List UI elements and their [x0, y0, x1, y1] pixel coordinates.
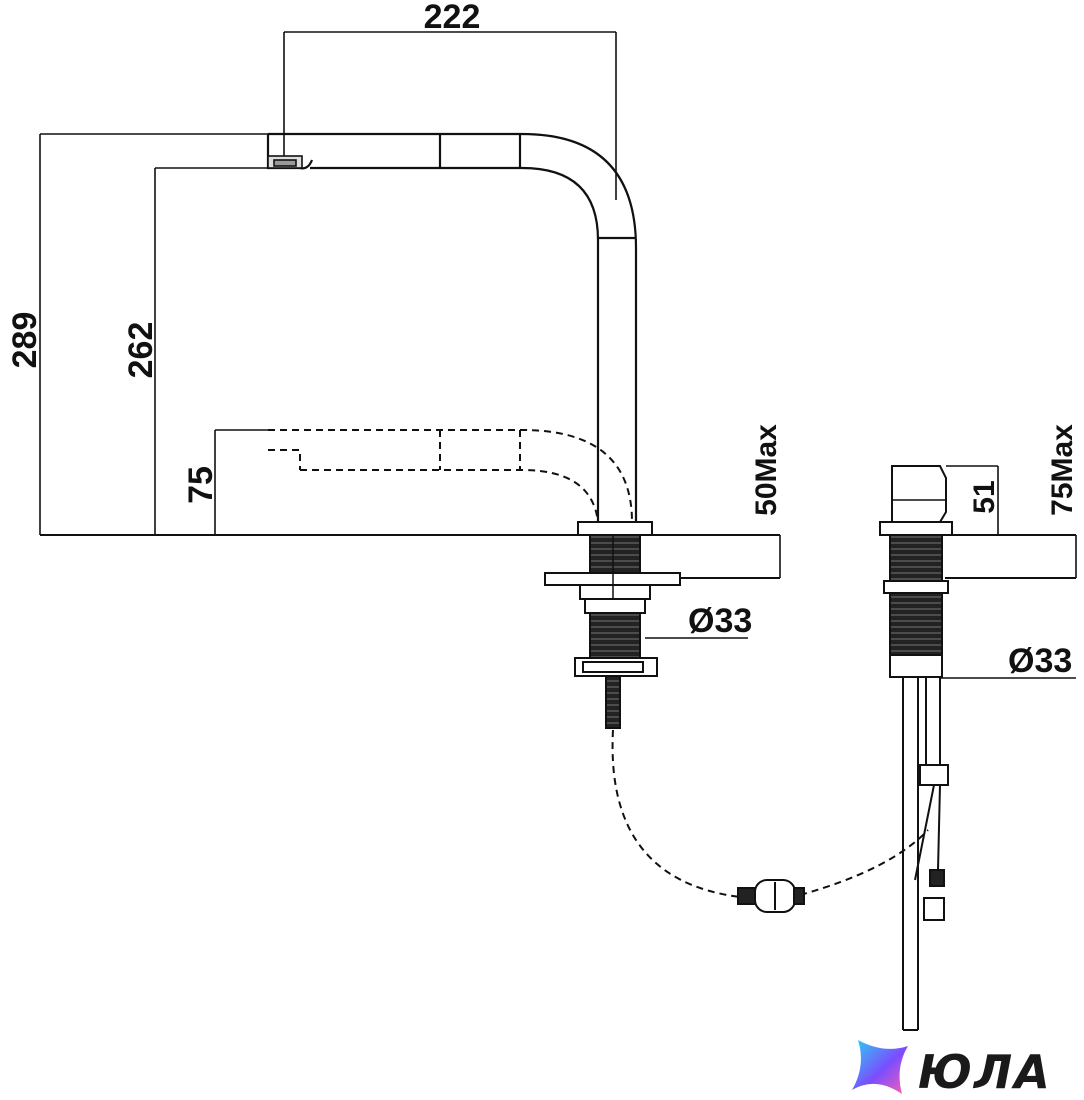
dimension-spout-height — [154, 167, 270, 535]
dimension-total-height — [39, 133, 275, 535]
dimension-spout-height-label: 262 — [122, 322, 160, 379]
dimension-hole-left-label: Ø33 — [688, 602, 752, 640]
hose-connector-icon — [737, 879, 805, 913]
dimension-total-height-label: 289 — [6, 312, 44, 369]
spray-head-icon — [267, 155, 303, 169]
brand-name: ЮЛА — [918, 1045, 1052, 1099]
dimension-lowered-height-label: 75 — [182, 466, 220, 504]
dimension-button-height — [946, 465, 999, 535]
dimension-button-height-label: 51 — [968, 480, 1001, 513]
dimension-reach — [283, 31, 617, 200]
dimension-deck-left-label: 50Max — [750, 424, 783, 516]
dimension-reach-label: 222 — [424, 0, 481, 36]
brand-logo: ЮЛА — [852, 1040, 1052, 1099]
dimension-lowered-height — [214, 429, 268, 535]
brand-logo-icon — [852, 1040, 908, 1094]
faucet-spout — [266, 132, 638, 522]
dimension-hole-right-label: Ø33 — [1008, 642, 1072, 680]
left-mounting-assembly — [544, 521, 681, 729]
right-control-unit — [879, 465, 953, 1031]
hose-connection — [611, 729, 929, 898]
faucet-spout-lowered — [268, 429, 633, 523]
dimension-deck-right-label: 75Max — [1046, 424, 1079, 516]
